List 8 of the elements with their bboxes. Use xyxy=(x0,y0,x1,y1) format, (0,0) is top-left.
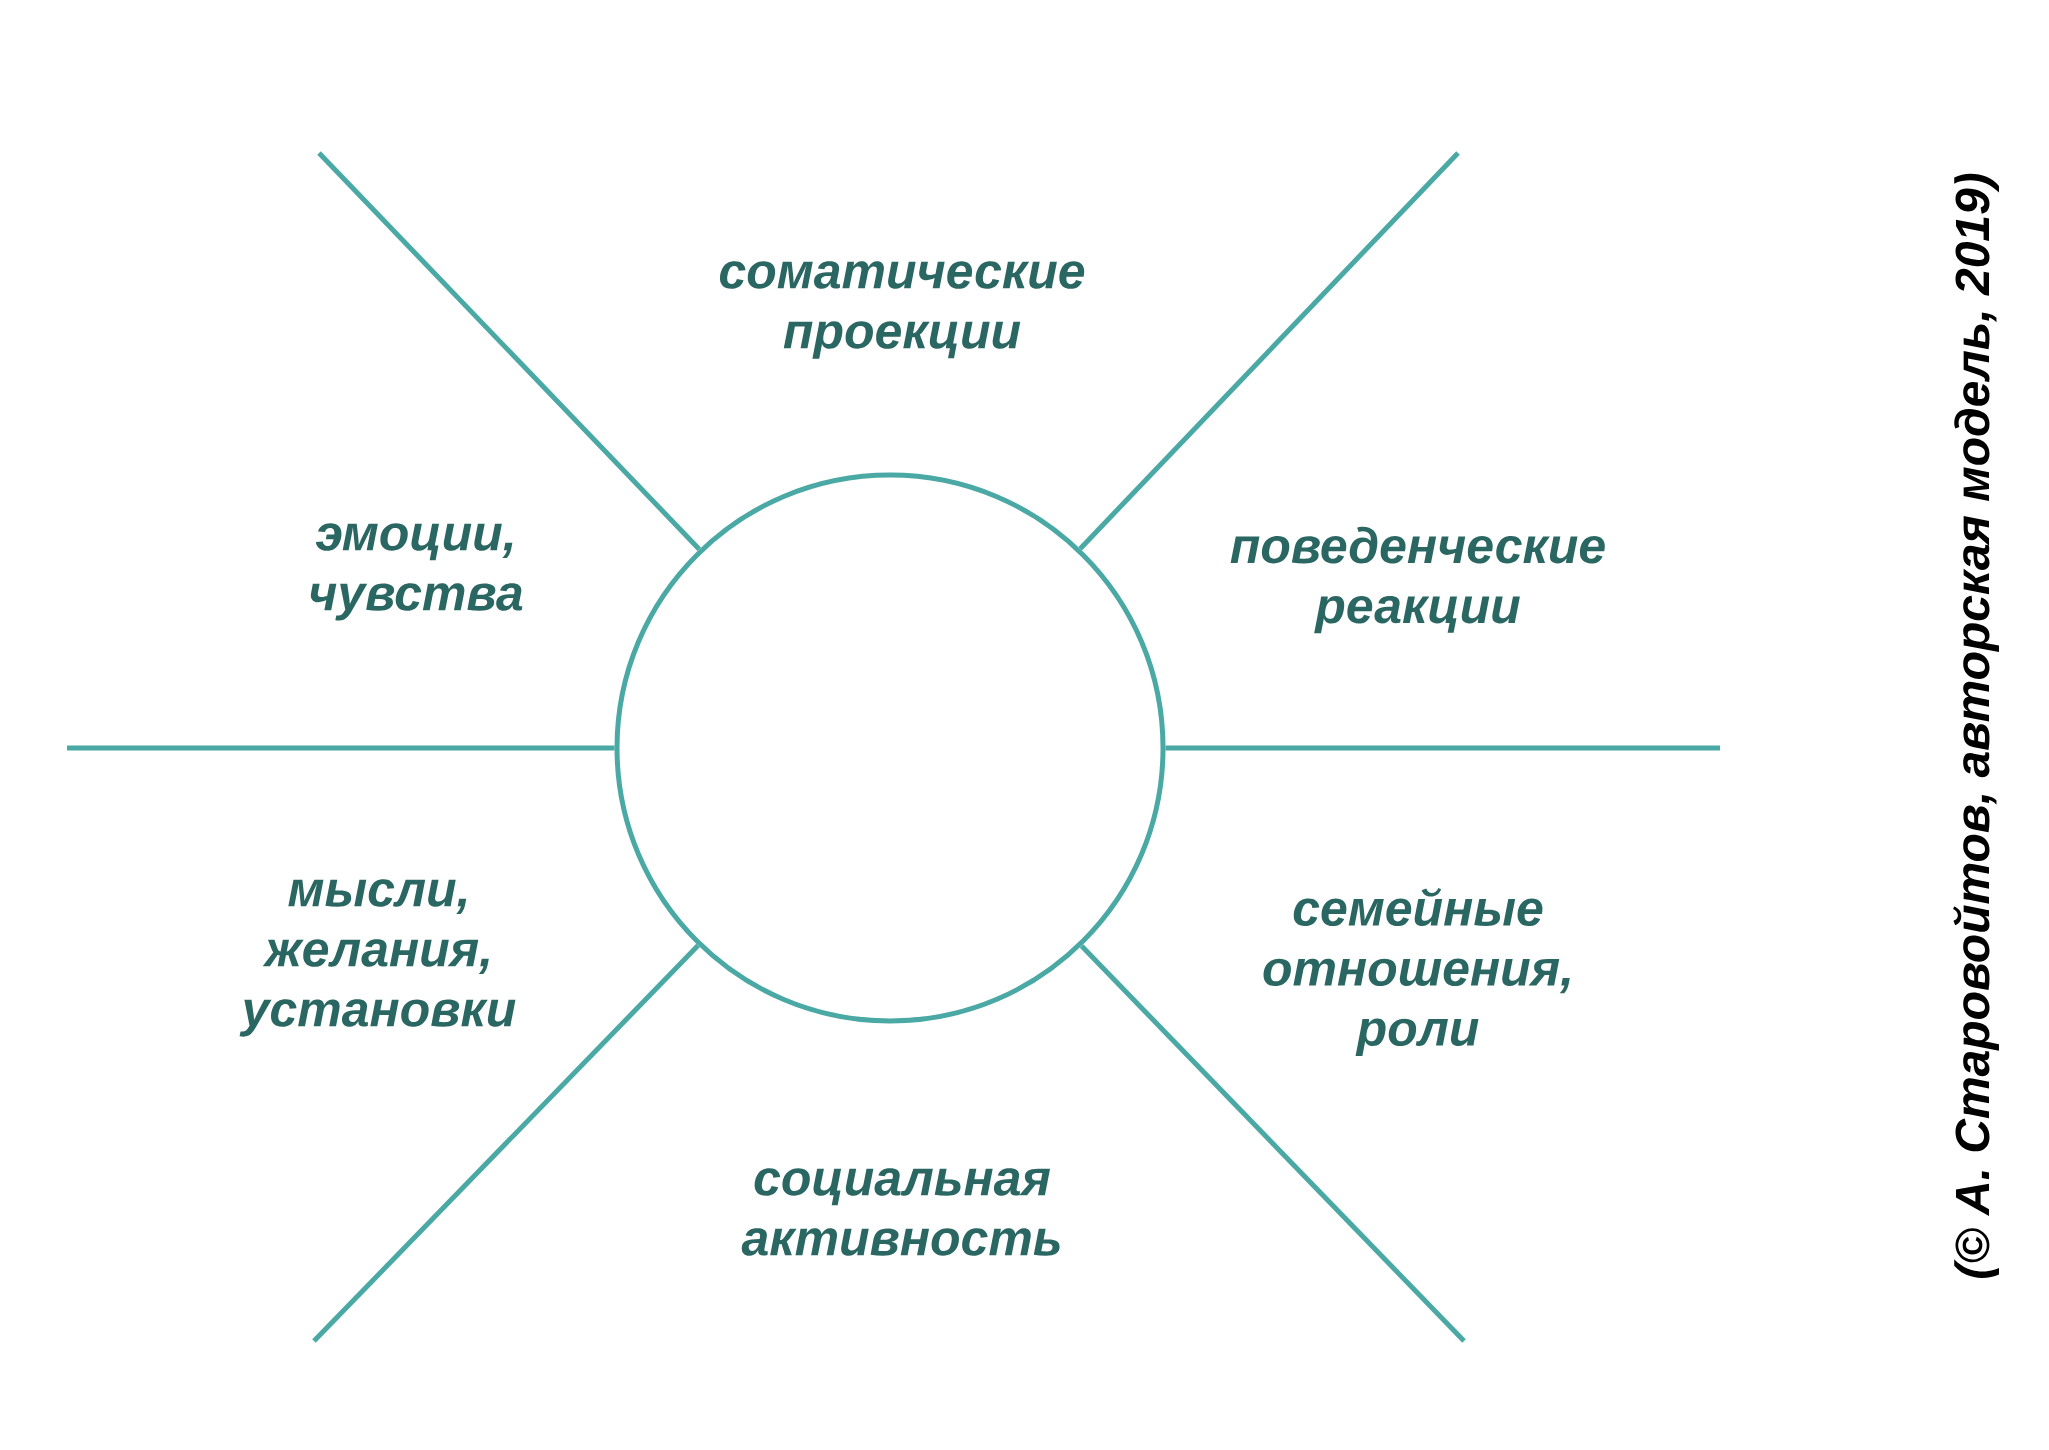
sector-label: соматические проекции xyxy=(719,261,1085,359)
circle xyxy=(614,472,1166,1024)
sector-label: социальная активность xyxy=(741,1168,1060,1256)
sector-label: поведенческие реакции xyxy=(1230,526,1605,634)
copyright-note: (© А. Старовойтов, авторская модель, 2019) xyxy=(1953,173,1999,1278)
sector-label: эмоции, чувства xyxy=(310,523,523,621)
sector-label: мысли, желания, установки xyxy=(239,879,516,1037)
sector-label: семейные отношения, роли xyxy=(1263,888,1570,1056)
